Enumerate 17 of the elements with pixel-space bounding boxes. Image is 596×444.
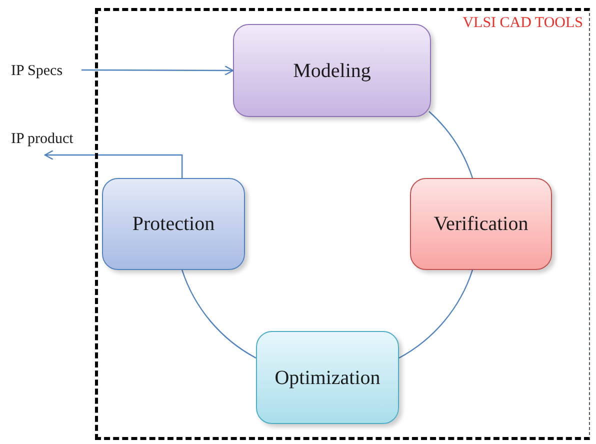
box-label: Verification	[434, 212, 528, 237]
process-box	[410, 178, 552, 270]
output-label: IP product	[11, 130, 74, 149]
process-box	[256, 331, 399, 424]
process-box	[102, 178, 245, 270]
box-label: Protection	[132, 212, 215, 237]
connector-arc	[182, 270, 256, 358]
arrow	[82, 65, 234, 76]
connector-arc	[428, 111, 474, 178]
box-label: Modeling	[293, 58, 371, 84]
dashed-boundary	[95, 8, 590, 440]
arrow	[44, 150, 183, 178]
box-label: Optimization	[274, 366, 380, 390]
input-label: IP Specs	[11, 62, 63, 81]
boundary-title: VLSI CAD TOOLS	[462, 14, 583, 33]
connector-arc	[398, 270, 474, 358]
process-box	[233, 24, 431, 117]
